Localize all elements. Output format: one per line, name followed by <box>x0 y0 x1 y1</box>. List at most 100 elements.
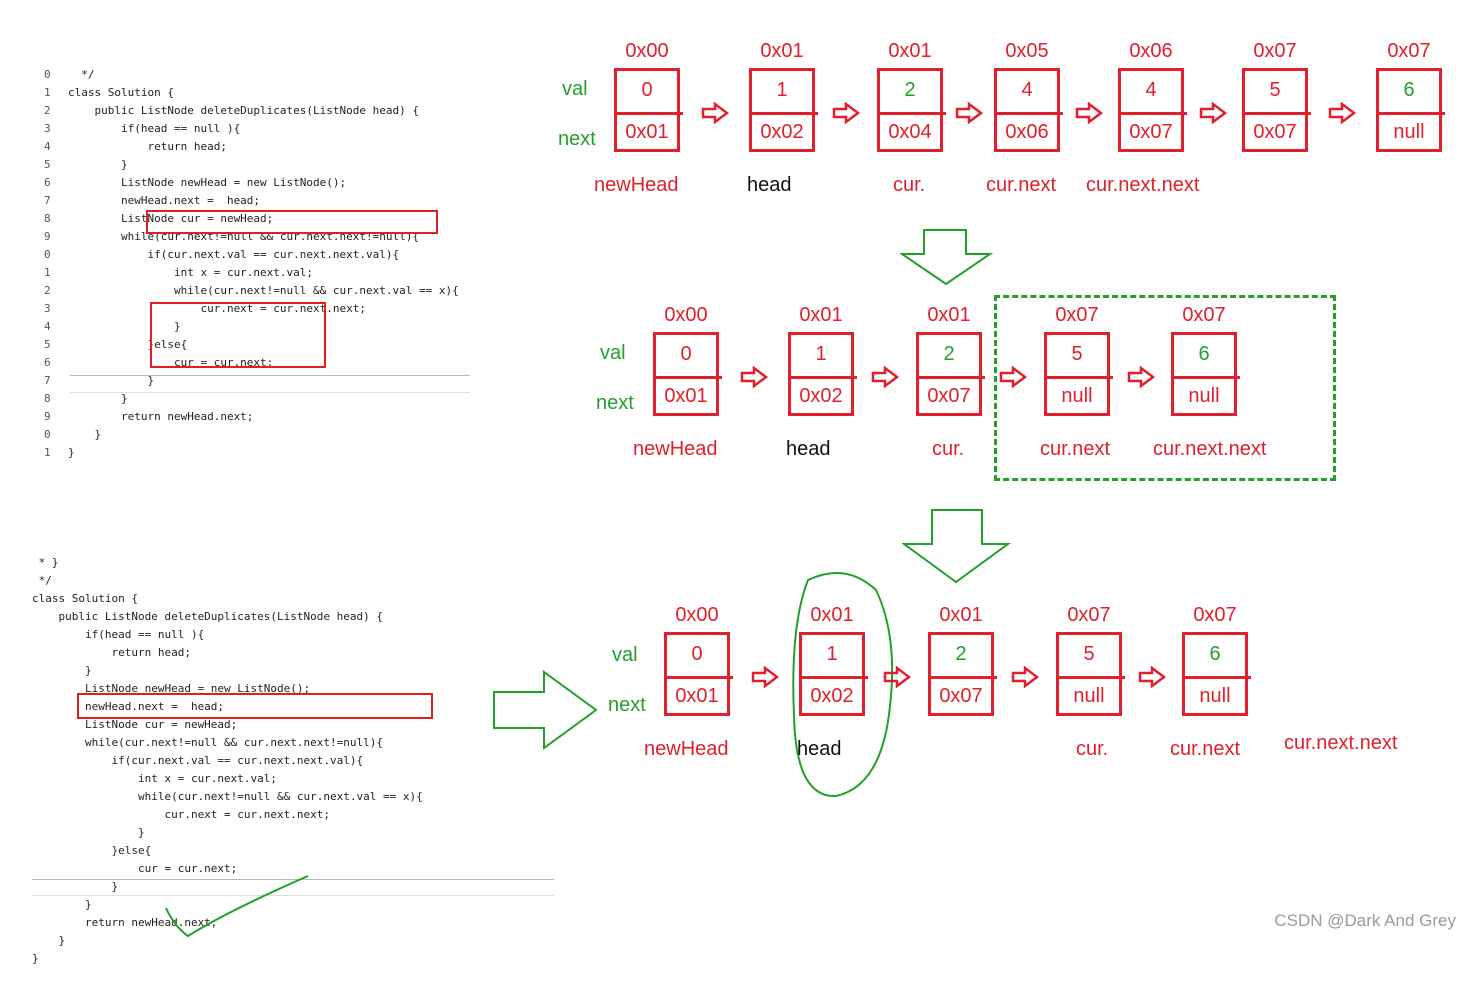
head-circle-mark <box>792 572 894 798</box>
node-address: 0x05 <box>1005 40 1049 62</box>
node-divider <box>614 112 683 115</box>
pointer-label: cur.next.next <box>1153 438 1267 460</box>
line-text: } <box>68 374 155 387</box>
line-text: while(cur.next!=null && cur.next.val == … <box>68 284 459 297</box>
code-line: if(head == null ){ <box>32 628 205 641</box>
highlight-if-condition <box>146 210 438 234</box>
code-line: 3 if(head == null ){ <box>44 120 459 138</box>
field-label-next: next <box>558 128 596 150</box>
line-text: } <box>68 158 128 171</box>
arrow-right-icon <box>1138 666 1166 688</box>
node-address: 0x01 <box>799 304 843 326</box>
code-line: 6 cur = cur.next; <box>44 354 459 372</box>
pointer-label: head <box>786 438 831 460</box>
node-value: 4 <box>1145 79 1157 101</box>
node-value: 5 <box>1269 79 1281 101</box>
node-divider <box>799 676 868 679</box>
node-value: 2 <box>943 343 955 365</box>
code-line: } <box>32 898 92 911</box>
list-node: 2 0x07 <box>916 332 985 416</box>
pointer-label: cur. <box>932 438 965 460</box>
node-address: 0x07 <box>1193 604 1237 626</box>
code-line: 0 } <box>44 426 459 444</box>
code-line: if(cur.next.val == cur.next.next.val){ <box>32 754 364 767</box>
line-number: 9 <box>44 410 51 423</box>
node-divider <box>1242 112 1311 115</box>
line-text: return newHead.next; <box>68 410 254 423</box>
node-address: 0x01 <box>927 304 971 326</box>
code-line: 0 */ <box>44 66 459 84</box>
node-next: null <box>1393 121 1425 143</box>
line-text: return head; <box>68 140 227 153</box>
field-label-next: next <box>596 392 634 414</box>
watermark: CSDN @Dark And Grey <box>1274 911 1456 930</box>
pointer-label: cur.next <box>1040 438 1111 460</box>
code-line: return head; <box>32 646 191 659</box>
code-line: 4 return head; <box>44 138 459 156</box>
line-number: 1 <box>44 266 51 279</box>
code-line: 2 while(cur.next!=null && cur.next.val =… <box>44 282 459 300</box>
node-next: null <box>1188 385 1220 407</box>
line-number: 6 <box>44 356 51 369</box>
node-value: 1 <box>815 343 827 365</box>
node-value: 5 <box>1083 643 1095 665</box>
line-number: 4 <box>44 140 51 153</box>
code-line: while(cur.next!=null && cur.next.next!=n… <box>32 736 383 749</box>
code-line: 8 } <box>44 390 459 408</box>
node-next: 0x07 <box>927 385 971 407</box>
line-number: 6 <box>44 176 51 189</box>
code-line: */ <box>32 574 52 587</box>
node-next: 0x06 <box>1005 121 1049 143</box>
code-line: 5 }else{ <box>44 336 459 354</box>
line-number: 8 <box>44 392 51 405</box>
line-number: 3 <box>44 302 51 315</box>
line-number: 8 <box>44 212 51 225</box>
line-number: 2 <box>44 104 51 117</box>
node-value: 5 <box>1071 343 1083 365</box>
node-next: 0x07 <box>939 685 983 707</box>
line-text: } <box>68 320 181 333</box>
line-text: cur.next = cur.next.next; <box>68 302 367 315</box>
line-text: if(cur.next.val == cur.next.next.val){ <box>68 248 400 261</box>
node-next: null <box>1061 385 1093 407</box>
node-next: 0x02 <box>810 685 854 707</box>
node-divider <box>1044 376 1113 379</box>
line-number: 4 <box>44 320 51 333</box>
node-value: 0 <box>641 79 653 101</box>
code-line: 1} <box>44 444 459 462</box>
code-line: } <box>32 952 39 965</box>
line-number: 7 <box>44 374 51 387</box>
line-number: 5 <box>44 158 51 171</box>
pointer-label: newHead <box>633 438 718 460</box>
node-address: 0x01 <box>760 40 804 62</box>
removed-segment-box <box>994 295 1336 481</box>
code-underline-bottom <box>32 879 554 880</box>
arrow-right-icon <box>1127 366 1155 388</box>
line-number: 1 <box>44 446 51 459</box>
code-line: cur = cur.next; <box>32 862 238 875</box>
arrow-right-icon <box>1328 102 1356 124</box>
field-label-val: val <box>562 78 588 100</box>
node-address: 0x00 <box>625 40 669 62</box>
node-address: 0x01 <box>810 604 854 626</box>
node-divider <box>653 376 722 379</box>
line-number: 0 <box>44 428 51 441</box>
node-divider <box>877 112 946 115</box>
line-text: newHead.next = head; <box>68 194 261 207</box>
arrow-right-icon <box>883 666 911 688</box>
arrow-right-icon <box>751 666 779 688</box>
pointer-label: cur.next <box>1170 738 1241 760</box>
line-number: 1 <box>44 86 51 99</box>
arrow-right-icon <box>832 102 860 124</box>
field-label-val: val <box>612 644 638 666</box>
node-divider <box>664 676 733 679</box>
pointer-label: cur. <box>1076 738 1109 760</box>
code-line: 7 newHead.next = head; <box>44 192 459 210</box>
